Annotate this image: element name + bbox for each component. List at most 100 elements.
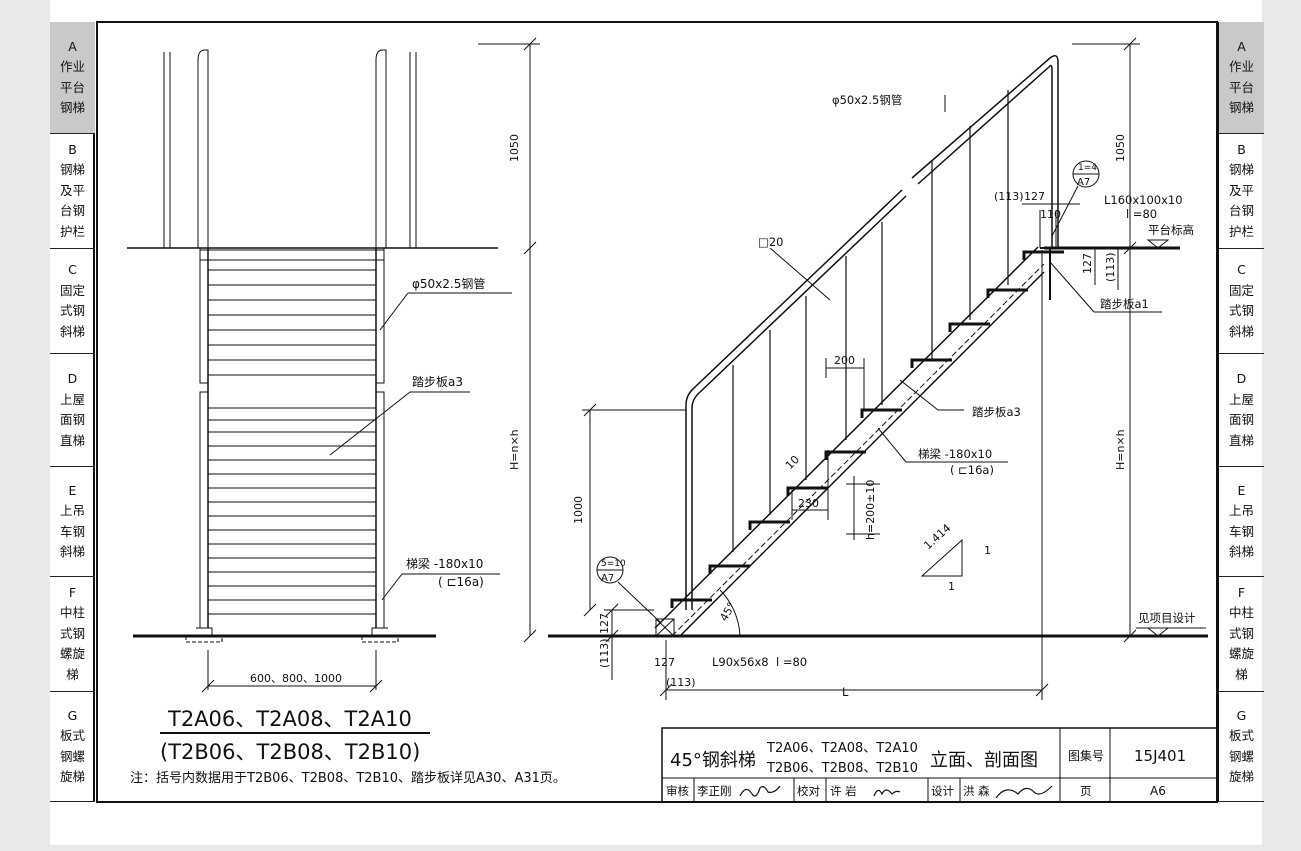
category-tab-label: A 作业 平台 钢梯 — [1228, 38, 1254, 116]
dim-113-top: (113) — [994, 190, 1024, 203]
category-tab[interactable]: F 中柱 式钢 螺旋 梯 — [50, 577, 95, 692]
category-tab[interactable]: E 上吊 车钢 斜梯 — [50, 467, 95, 577]
left-dim-1050: 1050 — [508, 134, 521, 162]
dim-113-bottom: (113) — [666, 676, 696, 689]
category-tab[interactable]: D 上屋 面钢 直梯 — [1219, 354, 1264, 467]
detail-top-sheet: A7 — [1077, 177, 1090, 188]
right-tread — [1022, 250, 1064, 260]
dim-L: L — [842, 685, 849, 699]
category-tab[interactable]: A 作业 平台 钢梯 — [1219, 22, 1264, 134]
slope-1414: 1.414 — [921, 521, 953, 552]
signature-designer — [995, 785, 1053, 799]
category-tab-label: G 板式 钢螺 旋梯 — [1228, 707, 1254, 785]
right-tread — [910, 358, 952, 368]
detail-bot-sheet: A7 — [601, 573, 614, 584]
right-tread — [948, 322, 990, 332]
right-stringer-label: 梯梁 -180x10 — [918, 447, 992, 461]
title-models-b: T2B06、T2B08、T2B10 — [766, 761, 918, 776]
left-dim-H: H=n×h — [508, 429, 521, 470]
slope-1-bottom: 1 — [948, 580, 955, 593]
category-tab[interactable]: C 固定 式钢 斜梯 — [1219, 249, 1264, 354]
design-name: 洪 森 — [963, 784, 990, 798]
category-tab[interactable]: F 中柱 式钢 螺旋 梯 — [1219, 577, 1264, 692]
left-tread-label: 踏步板a3 — [412, 375, 463, 389]
design-label: 设计 — [931, 784, 954, 798]
dim-230: 230 — [798, 497, 819, 510]
category-tab-label: C 固定 式钢 斜梯 — [1228, 262, 1254, 339]
category-tab[interactable]: G 板式 钢螺 旋梯 — [50, 692, 95, 802]
footnote: 注：括号内数据用于T2B06、T2B08、T2B10、踏步板详见A30、A31页… — [130, 770, 566, 786]
category-tab[interactable]: D 上屋 面钢 直梯 — [50, 354, 95, 467]
category-tab[interactable]: C 固定 式钢 斜梯 — [50, 249, 95, 354]
right-pipe-label: φ50x2.5钢管 — [832, 93, 902, 107]
right-tread — [860, 408, 902, 418]
detail-bot-num: 5=10 — [601, 559, 626, 569]
category-tab-label: A 作业 平台 钢梯 — [59, 38, 85, 116]
right-tread — [748, 520, 790, 530]
category-tab-label: F 中柱 式钢 螺旋 梯 — [1228, 584, 1254, 682]
right-tread — [786, 486, 828, 496]
left-stringer-alt-label: ( ⊏16a) — [438, 575, 484, 589]
dim-127-right: 127 — [1081, 253, 1094, 274]
right-dim-H: H=n×h — [1114, 429, 1127, 470]
category-tab-label: D 上屋 面钢 直梯 — [59, 371, 85, 448]
category-tabs-left: A 作业 平台 钢梯 B 钢梯 及平 台钢 护栏 C 固定 式钢 斜梯 D 上屋 面钢… — [50, 22, 95, 802]
category-tab[interactable]: B 钢梯 及平 台钢 护栏 — [50, 134, 95, 249]
category-tab[interactable]: A 作业 平台 钢梯 — [50, 22, 95, 134]
tread-a1-label: 踏步板a1 — [1100, 297, 1149, 311]
category-tab[interactable]: B 钢梯 及平 台钢 护栏 — [1219, 134, 1264, 249]
dim-113-bottom-vert: (113) — [598, 638, 611, 668]
dim-1000: 1000 — [572, 496, 585, 524]
detail-top-num: 1=4 — [1078, 163, 1097, 173]
angle-top-label: L160x100x10 — [1104, 193, 1183, 207]
category-tab-label: C 固定 式钢 斜梯 — [59, 262, 85, 339]
l80-bot-label: l =80 — [776, 655, 807, 669]
title-suffix: 立面、剖面图 — [930, 750, 1038, 771]
l80-top-label: l =80 — [1126, 207, 1157, 221]
category-tab-label: G 板式 钢螺 旋梯 — [59, 707, 85, 785]
signature-reviewer — [739, 785, 781, 797]
dim-127-bottom: 127 — [654, 656, 675, 669]
models-alt-title: (T2B06、T2B08、T2B10) — [160, 740, 420, 764]
category-tab[interactable]: E 上吊 车钢 斜梯 — [1219, 467, 1264, 577]
see-project-design: 见项目设计 — [1138, 611, 1196, 625]
atlas-number: 15J401 — [1134, 747, 1186, 765]
signature-checker — [873, 789, 901, 797]
slope-1-right: 1 — [984, 544, 991, 557]
atlas-label: 图集号 — [1068, 748, 1104, 763]
dim-127-top: 127 — [1024, 190, 1045, 203]
dim-10: 10 — [783, 453, 802, 472]
left-pipe-label: φ50x2.5钢管 — [412, 276, 485, 291]
angle-45: 45° — [717, 600, 738, 623]
category-tab-label: D 上屋 面钢 直梯 — [1228, 371, 1254, 448]
square-bar-label: □20 — [758, 235, 784, 249]
category-tab[interactable]: G 板式 钢螺 旋梯 — [1219, 692, 1264, 802]
right-tread — [986, 288, 1028, 298]
category-tab-label: E 上吊 车钢 斜梯 — [59, 482, 85, 560]
dim-110: 110 — [1040, 208, 1061, 221]
right-dim-1050: 1050 — [1114, 134, 1127, 162]
angle-bot-label: L90x56x8 — [712, 655, 769, 669]
category-tab-label: E 上吊 车钢 斜梯 — [1228, 482, 1254, 560]
right-tread — [670, 598, 712, 608]
check-name: 许 岩 — [830, 784, 857, 798]
category-tab-label: F 中柱 式钢 螺旋 梯 — [59, 584, 85, 682]
drawing-sheet — [50, 0, 1262, 845]
check-label: 校对 — [797, 784, 820, 798]
dim-127-bottom-vert: 127 — [598, 613, 611, 634]
title-models-a: T2A06、T2A08、T2A10 — [766, 741, 918, 756]
dim-200: 200 — [834, 354, 855, 367]
page-label: 页 — [1080, 784, 1092, 798]
platform-elevation-label: 平台标高 — [1148, 223, 1194, 237]
tread-a3-label: 踏步板a3 — [972, 405, 1021, 419]
category-tab-label: B 钢梯 及平 台钢 护栏 — [1228, 141, 1254, 239]
right-stringer-alt-label: ( ⊏16a) — [950, 463, 994, 477]
review-label: 审核 — [666, 784, 689, 798]
left-width-dim: 600、800、1000 — [250, 672, 342, 685]
right-tread — [708, 564, 750, 574]
review-name: 李正刚 — [697, 784, 732, 798]
title-prefix: 45°钢斜梯 — [670, 750, 756, 771]
models-title: T2A06、T2A08、T2A10 — [167, 707, 412, 731]
left-stringer-label: 梯梁 -180x10 — [406, 556, 483, 571]
